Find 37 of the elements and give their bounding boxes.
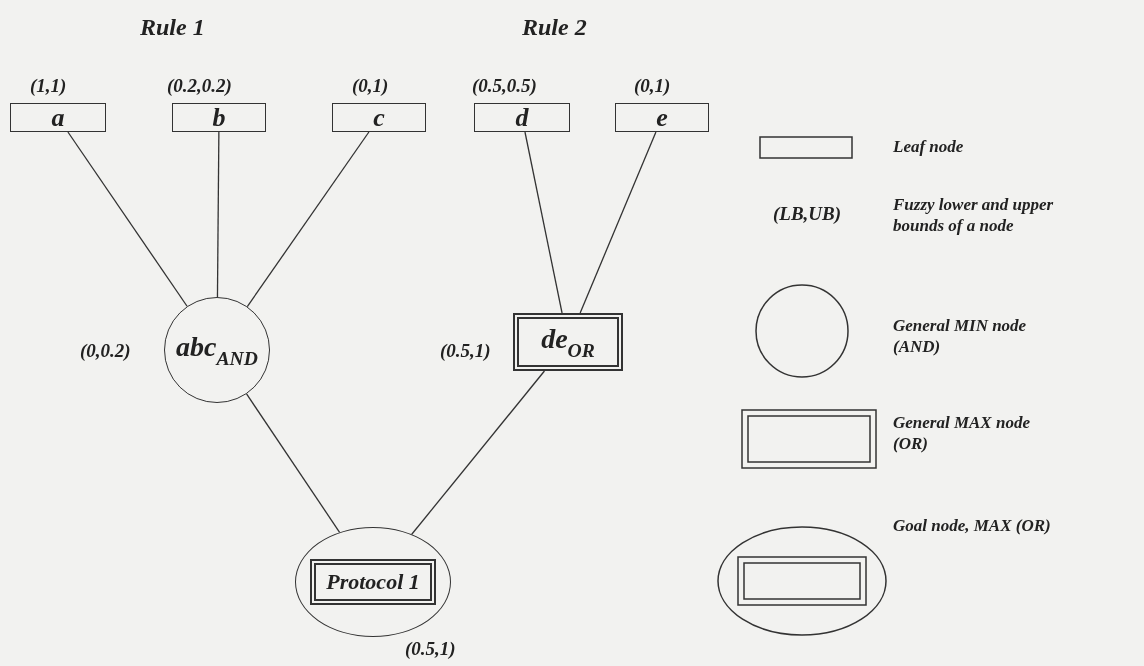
connector-line [579,131,657,314]
bounds-label: (1,1) [30,75,67,97]
connector-line [67,131,188,307]
leaf-node-box [172,103,266,132]
leaf-node-box [10,103,106,132]
node-label: e [656,102,668,133]
connector-line [524,131,563,314]
bounds-label: (0.2,0.2) [167,75,232,97]
legend-text: General MIN node (AND) [893,315,1028,358]
node-label: b [212,102,226,133]
leaf-node-box [474,103,570,132]
rule-heading: Rule 1 [140,14,205,41]
connector-line [246,131,370,308]
bounds-label: (0,0.2) [80,340,131,362]
rule-heading: Rule 2 [522,14,587,41]
legend-text: General MAX node (OR) [893,412,1031,455]
node-label: a [51,102,65,133]
bounds-label: (0.5,1) [440,340,491,362]
node-label: Protocol 1 [326,569,420,594]
legend-text: Leaf node [893,136,965,158]
max-node-box [513,313,623,371]
legend-text: Fuzzy lower and upper bounds of a node [893,194,1055,237]
connector-line [245,393,341,533]
legend-text: Goal node, MAX (OR) [893,515,1052,537]
bounds-label: (0,1) [352,75,389,97]
leaf-node-box [332,103,426,132]
leaf-node-box [615,103,709,132]
bounds-label: (0.5,0.5) [472,75,537,97]
connector-line [411,370,546,535]
node-label: abc$_{AND}$ [176,330,258,370]
node-label: d [515,102,529,133]
node-label: de$_{OR}$ [541,322,595,362]
bounds-label: (0,1) [634,75,671,97]
node-label: c [373,102,385,133]
connector-line [216,131,220,298]
bounds-label: (0.5,1) [405,638,456,660]
bounds-notation: (LB,UB) [773,203,842,225]
